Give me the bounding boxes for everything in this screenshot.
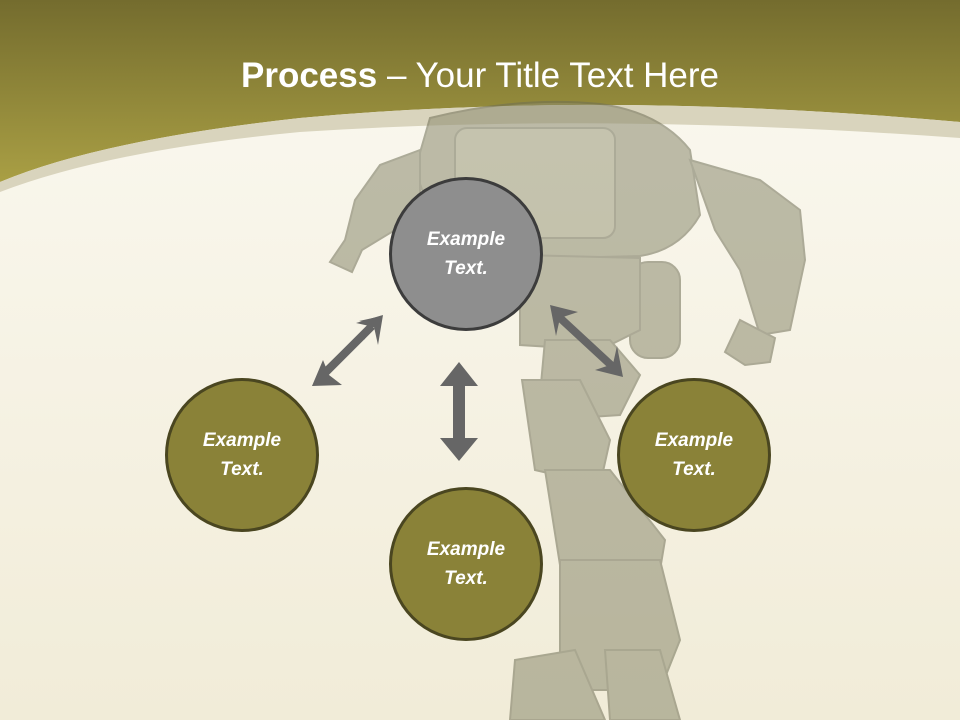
process-node-left: Example Text. [165,378,319,532]
process-node-bottom: Example Text. [389,487,543,641]
node-line1: Example [426,229,506,250]
node-text-right: Example Text. [634,426,754,484]
node-line2: Text. [672,459,716,480]
node-line1: Example [654,430,734,451]
title-rest: – Your Title Text Here [377,56,719,95]
double-arrow-vertical [440,362,478,461]
process-node-right: Example Text. [617,378,771,532]
node-text-bottom: Example Text. [406,535,526,593]
process-node-top: Example Text. [389,177,543,331]
node-line2: Text. [444,258,488,279]
node-line1: Example [202,430,282,451]
node-line2: Text. [444,568,488,589]
page-title: Process – Your Title Text Here [0,54,960,98]
double-arrow-top-right [550,305,623,377]
title-bold: Process [241,56,378,95]
node-text-top: Example Text. [406,225,526,283]
node-line1: Example [426,539,506,560]
node-text-left: Example Text. [182,426,302,484]
double-arrow-top-left [312,315,383,386]
node-line2: Text. [220,459,264,480]
